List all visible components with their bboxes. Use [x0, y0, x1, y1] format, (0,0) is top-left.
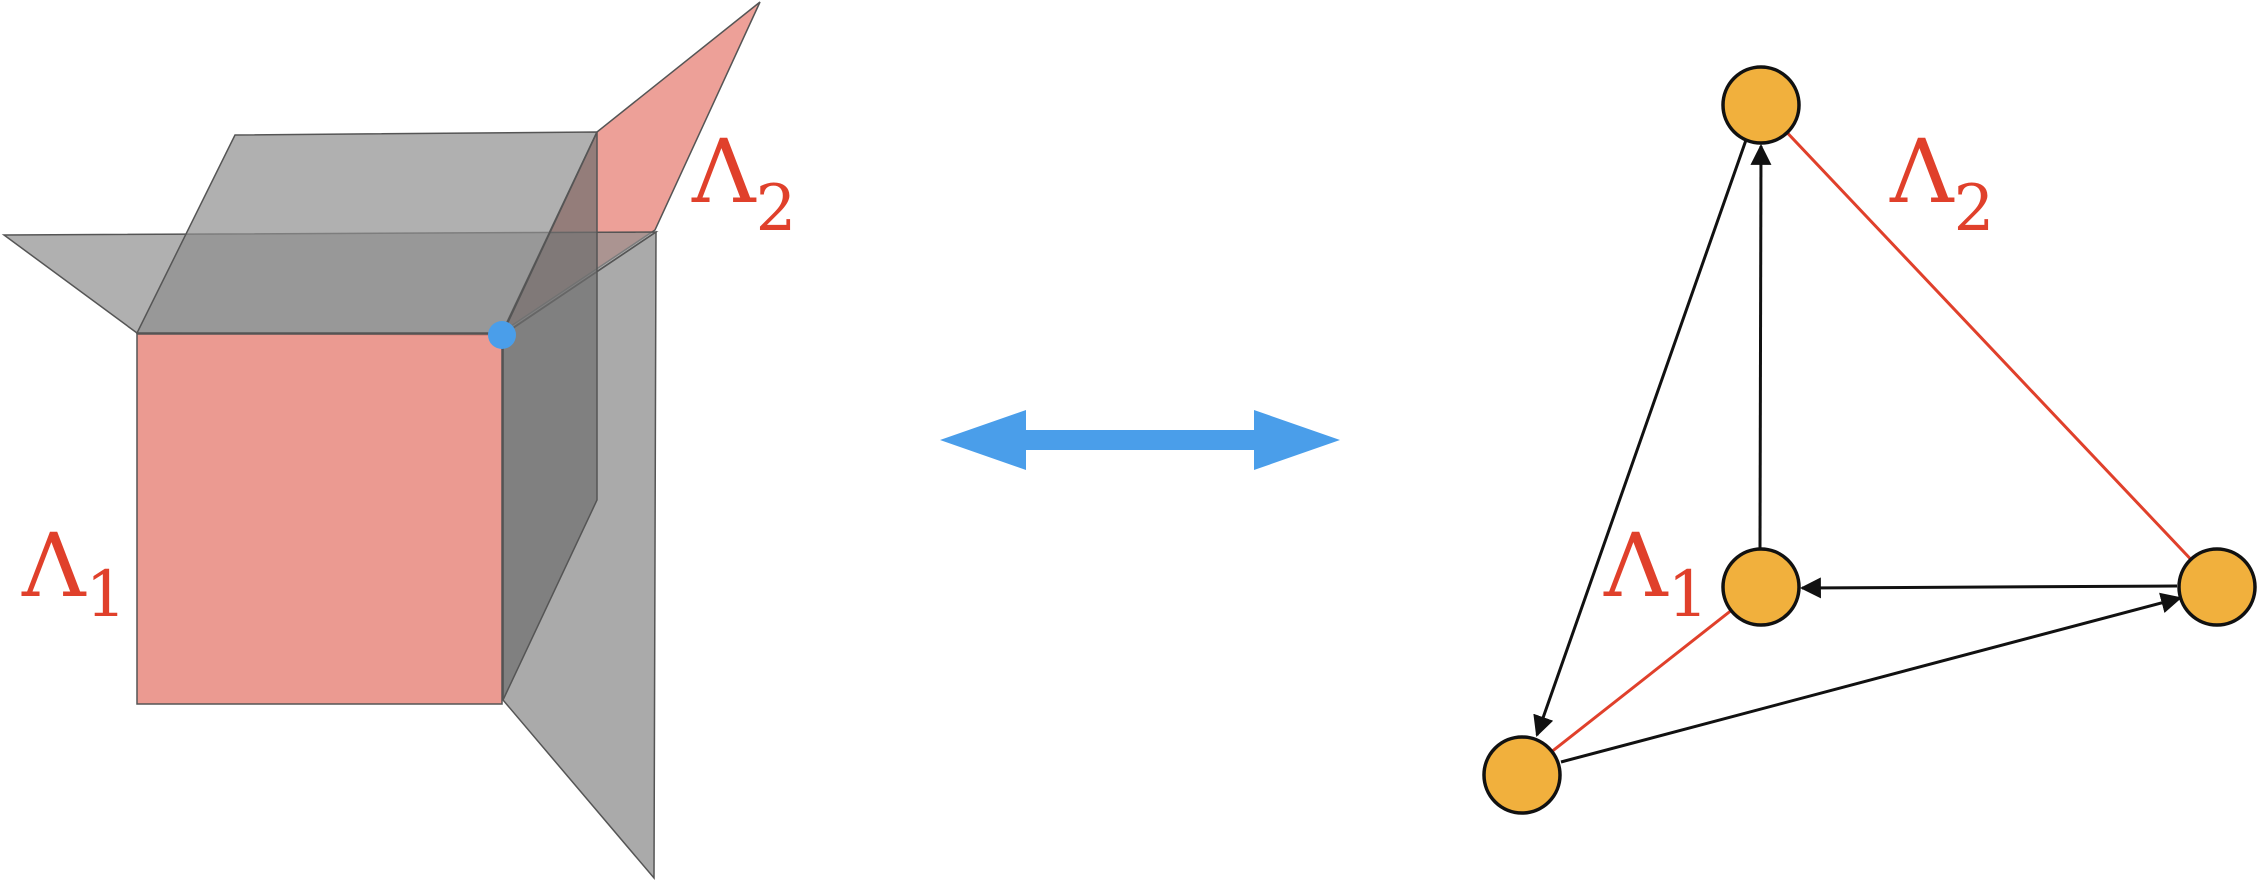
- node-bottom-left: [1482, 735, 1562, 815]
- left-lambda2-label: Λ2: [691, 120, 796, 246]
- edge-center-bottomleft: [1521, 585, 1762, 777]
- left-lambda1-label: Λ1: [21, 514, 126, 632]
- edge-top-right: [1759, 103, 2219, 589]
- right-lambda2-label: Λ2: [1889, 120, 1994, 246]
- edge-bottomleft-to-right: [1560, 592, 2183, 764]
- left-figure: Λ1 Λ2: [1, 1, 796, 881]
- lambda1-plane: [136, 333, 503, 705]
- edge-top-to-bottomleft: [1533, 139, 1748, 737]
- node-right: [2177, 547, 2257, 627]
- right-lambda1-label: Λ1: [1603, 514, 1708, 632]
- node-top: [1721, 65, 1801, 145]
- node-center: [1721, 547, 1801, 627]
- edge-center-to-top: [1750, 143, 1772, 549]
- right-figure: Λ1 Λ2: [1482, 65, 2257, 815]
- double-arrow-icon: [940, 410, 1340, 470]
- vertex-blue-dot: [488, 321, 516, 349]
- inner-plane: [502, 131, 598, 701]
- edge-right-to-center: [1799, 577, 2178, 599]
